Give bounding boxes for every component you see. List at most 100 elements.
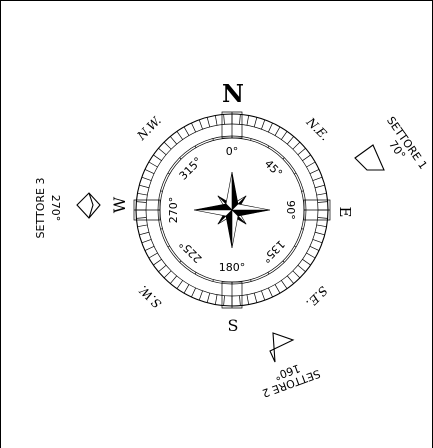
star-major-90 bbox=[232, 204, 270, 216]
tick-350 bbox=[215, 115, 217, 125]
minor-tick-135 bbox=[283, 261, 284, 262]
intercardinal-northwest: N.W. bbox=[134, 113, 164, 143]
tick-20 bbox=[261, 120, 264, 129]
tick-335 bbox=[191, 123, 195, 132]
tick-235 bbox=[153, 259, 161, 265]
tick-80 bbox=[317, 193, 327, 195]
sector-3: SETTORE 3 270° bbox=[34, 178, 100, 239]
degree-label-180: 180° bbox=[219, 261, 246, 274]
tick-310 bbox=[158, 148, 166, 154]
tick-320 bbox=[170, 136, 176, 144]
tick-170 bbox=[247, 295, 249, 305]
degree-label-270: 270° bbox=[167, 197, 180, 224]
minor-tick-240 bbox=[168, 246, 170, 247]
tick-240 bbox=[149, 253, 158, 258]
bracket-west-box bbox=[134, 200, 160, 220]
minor-tick-210 bbox=[195, 272, 196, 274]
sector-3-arrow-icon bbox=[77, 193, 100, 218]
tick-70 bbox=[313, 177, 322, 180]
tick-95 bbox=[318, 217, 328, 218]
cardinal-west: W bbox=[110, 196, 129, 213]
minor-tick-45 bbox=[283, 158, 284, 159]
minor-tick-15 bbox=[251, 139, 252, 141]
tick-65 bbox=[310, 169, 319, 173]
star-major-180 bbox=[226, 210, 238, 248]
bracket-south-box bbox=[222, 282, 242, 308]
minor-tick-60 bbox=[294, 173, 296, 174]
tick-150 bbox=[275, 284, 280, 293]
minor-tick-120 bbox=[294, 246, 296, 247]
tick-215 bbox=[177, 280, 183, 288]
tick-355 bbox=[224, 114, 225, 124]
tick-110 bbox=[313, 239, 322, 242]
tick-220 bbox=[170, 276, 176, 284]
star-major-90-dark bbox=[232, 210, 270, 216]
tick-30 bbox=[275, 127, 280, 136]
star-major-180-dark bbox=[226, 210, 232, 248]
star-major-270-dark bbox=[194, 204, 232, 210]
degree-label-45: 45° bbox=[262, 157, 285, 180]
tick-75 bbox=[315, 185, 325, 188]
tick-210 bbox=[184, 284, 189, 293]
tick-345 bbox=[207, 117, 210, 127]
tick-35 bbox=[281, 131, 287, 139]
tick-175 bbox=[239, 296, 240, 306]
tick-330 bbox=[184, 127, 189, 136]
tick-115 bbox=[310, 246, 319, 250]
tick-25 bbox=[268, 123, 272, 132]
bracket-north bbox=[222, 112, 242, 138]
star-major-180-light bbox=[232, 210, 238, 248]
intercardinal-northeast: N.E. bbox=[303, 114, 332, 143]
tick-185 bbox=[224, 296, 225, 306]
minor-tick-330 bbox=[195, 146, 196, 148]
tick-340 bbox=[199, 120, 202, 129]
compass-rose: 0°45°90°135°180°225°270°315° N E S W N.E… bbox=[110, 79, 354, 335]
minor-tick-345 bbox=[213, 139, 214, 141]
tick-140 bbox=[287, 276, 293, 284]
bracket-south bbox=[222, 282, 242, 308]
star-major-90-light bbox=[232, 204, 270, 210]
minor-tick-165 bbox=[251, 280, 252, 282]
bracket-west bbox=[134, 200, 160, 220]
tick-275 bbox=[136, 202, 146, 203]
tick-40 bbox=[287, 136, 293, 144]
sector-2-arrow-icon bbox=[270, 333, 293, 362]
tick-145 bbox=[281, 280, 287, 288]
tick-130 bbox=[298, 265, 306, 271]
tick-295 bbox=[145, 169, 154, 173]
tick-230 bbox=[158, 265, 166, 271]
tick-325 bbox=[177, 131, 183, 139]
minor-tick-30 bbox=[268, 146, 269, 148]
minor-tick-75 bbox=[302, 191, 304, 192]
tick-205 bbox=[191, 288, 195, 297]
degree-label-0: 0° bbox=[226, 145, 239, 158]
tick-55 bbox=[302, 155, 310, 161]
tick-165 bbox=[254, 293, 257, 303]
degree-label-90: 90° bbox=[284, 200, 297, 220]
minor-tick-150 bbox=[268, 272, 269, 274]
tick-280 bbox=[137, 193, 147, 195]
intercardinal-southwest: S.W. bbox=[136, 283, 164, 311]
minor-tick-225 bbox=[180, 261, 181, 262]
compass-star bbox=[194, 172, 270, 248]
tick-15 bbox=[254, 117, 257, 127]
minor-tick-195 bbox=[213, 280, 214, 282]
star-major-0 bbox=[226, 172, 238, 210]
tick-100 bbox=[317, 225, 327, 227]
tick-225 bbox=[164, 271, 171, 278]
tick-255 bbox=[139, 232, 149, 235]
tick-290 bbox=[142, 177, 151, 180]
tick-45 bbox=[293, 142, 300, 149]
tick-135 bbox=[293, 271, 300, 278]
minor-tick-285 bbox=[161, 191, 163, 192]
tick-195 bbox=[207, 293, 210, 303]
tick-260 bbox=[137, 225, 147, 227]
tick-315 bbox=[164, 142, 171, 149]
sector-3-label: SETTORE 3 bbox=[34, 178, 47, 239]
tick-85 bbox=[318, 202, 328, 203]
sector-2: SETTORE 2 160° bbox=[256, 333, 322, 400]
cardinal-south: S bbox=[228, 316, 239, 335]
tick-50 bbox=[298, 148, 306, 154]
tick-120 bbox=[306, 253, 315, 258]
